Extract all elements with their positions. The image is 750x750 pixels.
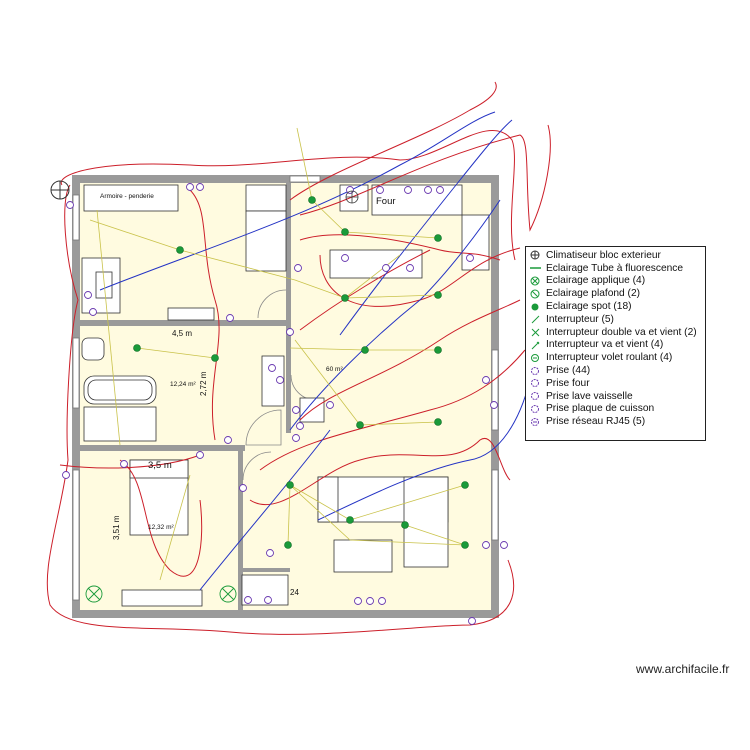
legend-item-prise: Prise (44) — [529, 364, 702, 377]
spot-lights — [133, 196, 469, 549]
oven-label: Four — [376, 196, 396, 207]
legend-item-rj45: Prise réseau RJ45 (5) — [529, 415, 702, 428]
legend-item-lave-vaisselle: Prise lave vaisselle — [529, 390, 702, 403]
legend-label: Prise réseau RJ45 (5) — [546, 416, 646, 428]
dimension-2-72: 2,72 m — [199, 371, 208, 396]
legend-label: Interrupteur volet roulant (4) — [546, 352, 673, 364]
legend-item-ac: Climatiseur bloc exterieur — [529, 249, 702, 262]
legend-label: Prise four — [546, 377, 590, 389]
rj45-socket-icon — [531, 417, 539, 426]
two-way-switch-icon — [531, 341, 540, 350]
oven-socket-icon — [531, 379, 539, 388]
legend-item-applique: Eclairage applique (4) — [529, 275, 702, 288]
spot-light-icon — [531, 303, 539, 311]
legend-item-interrupteur: Interrupteur (5) — [529, 313, 702, 326]
legend-item-double: Interrupteur double va et vient (2) — [529, 326, 702, 339]
legend-label: Interrupteur va et vient (4) — [546, 339, 664, 351]
legend-label: Eclairage applique (4) — [546, 275, 646, 287]
sockets — [62, 183, 508, 625]
legend-label: Eclairage plafond (2) — [546, 288, 641, 300]
dimension-3-51: 3,51 m — [112, 515, 121, 540]
socket-icon — [531, 366, 539, 375]
legend-label: Prise lave vaisselle — [546, 390, 633, 402]
dimension-4-5: 4,5 m — [172, 329, 193, 338]
double-switch-icon — [531, 328, 540, 337]
legend-label: Prise plaque de cuisson — [546, 403, 655, 415]
appliance-code: 24 — [290, 588, 299, 597]
legend-item-plaque: Prise plaque de cuisson — [529, 403, 702, 416]
legend-item-volet: Interrupteur volet roulant (4) — [529, 351, 702, 364]
legend-label: Climatiseur bloc exterieur — [546, 249, 661, 261]
windows — [72, 175, 499, 601]
ceiling-light-icon — [530, 289, 540, 299]
legend-item-plafond: Eclairage plafond (2) — [529, 287, 702, 300]
ac-unit-icon — [530, 250, 540, 260]
dishwasher-socket-icon — [531, 392, 539, 401]
red-wiring — [46, 81, 551, 635]
area-12-24: 12,24 m² — [170, 381, 196, 388]
fluorescent-tube-icon — [530, 267, 541, 269]
legend-label: Eclairage Tube à fluorescence — [546, 262, 684, 274]
ac-unit-icon — [50, 180, 70, 200]
legend-label: Eclairage spot (18) — [546, 301, 632, 313]
legend-item-tube: Eclairage Tube à fluorescence — [529, 262, 702, 275]
wall-light-icon — [530, 276, 540, 286]
legend-item-four: Prise four — [529, 377, 702, 390]
ceiling-fan-icon — [345, 190, 359, 204]
shutter-switch-icon — [531, 353, 539, 362]
legend-label: Prise (44) — [546, 365, 591, 377]
ceiling-lights — [85, 585, 237, 603]
legend-item-spot: Eclairage spot (18) — [529, 300, 702, 313]
legend: Climatiseur bloc exterieur Eclairage Tub… — [525, 246, 706, 441]
wardrobe-label: Armoire - penderie — [100, 193, 154, 200]
hob-socket-icon — [531, 404, 539, 413]
watermark: www.archifacile.fr — [636, 662, 730, 676]
area-12-32: 12,32 m² — [148, 524, 174, 531]
area-60: 60 m² — [326, 366, 343, 373]
dimension-3-5: 3,5 m — [148, 460, 172, 471]
switch-icon — [531, 316, 540, 324]
legend-label: Interrupteur double va et vient (2) — [546, 326, 697, 338]
legend-label: Interrupteur (5) — [546, 313, 614, 325]
legend-item-va-vient: Interrupteur va et vient (4) — [529, 339, 702, 352]
